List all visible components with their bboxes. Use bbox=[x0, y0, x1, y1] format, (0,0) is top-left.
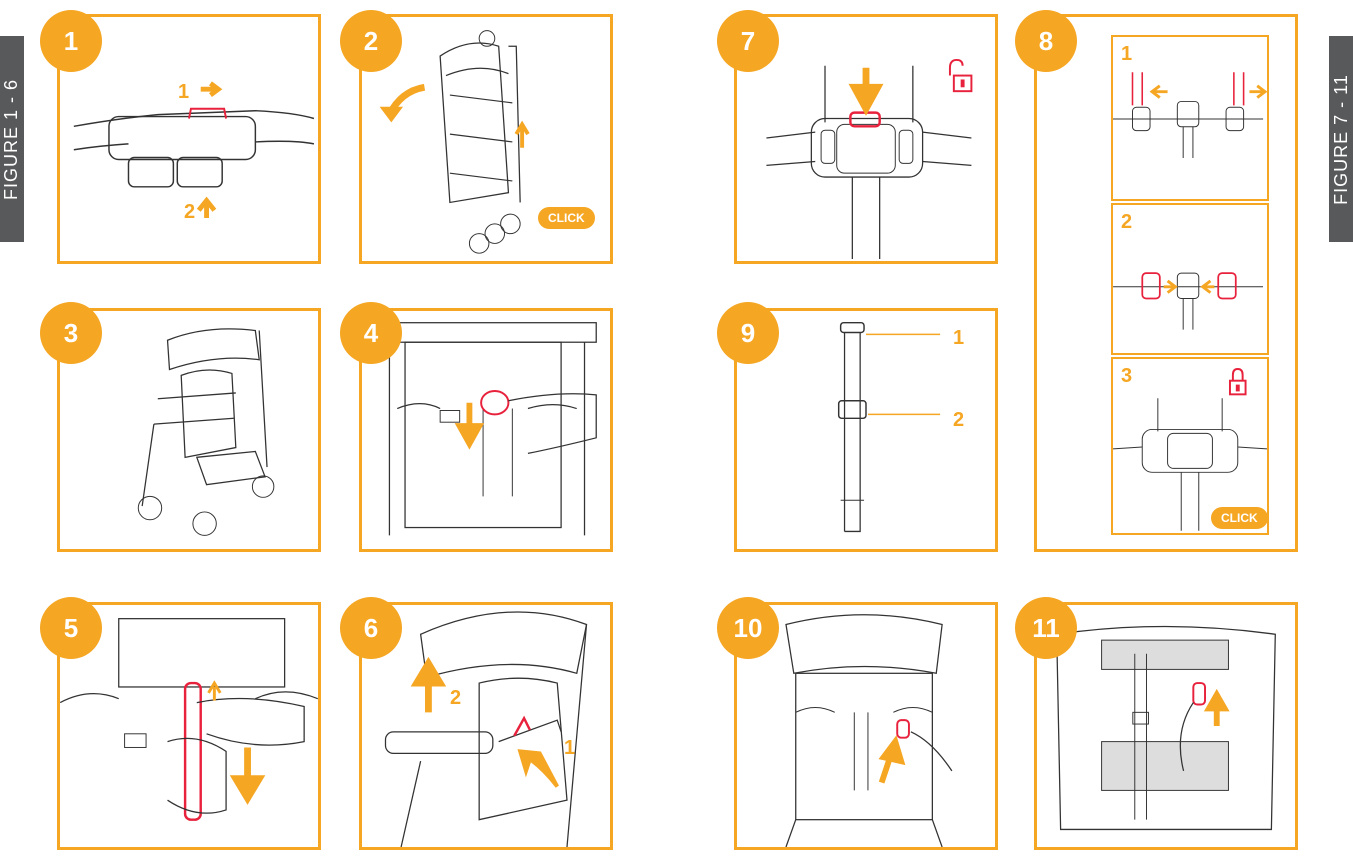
figure-2-badge: 2 bbox=[340, 10, 402, 72]
figure-8-panel: 1 2 3 bbox=[1034, 14, 1298, 552]
figure-1-step-2: 2 bbox=[184, 201, 196, 223]
figure-8-sub-3: 3 CLICK bbox=[1111, 357, 1269, 535]
figure-4-illustration bbox=[380, 322, 597, 536]
figure-8-sub-3-label: 3 bbox=[1121, 365, 1133, 387]
figure-3-illustration bbox=[137, 328, 275, 536]
figure-8-sub-2-illustration bbox=[1113, 272, 1264, 330]
figure-6-badge: 6 bbox=[340, 597, 402, 659]
figure-9-badge: 9 bbox=[717, 302, 779, 364]
figure-7-badge: 7 bbox=[717, 10, 779, 72]
figure-8-badge: 8 bbox=[1015, 10, 1077, 72]
figure-10-illustration bbox=[785, 614, 953, 847]
figure-9-illustration bbox=[837, 321, 941, 533]
figure-1-illustration bbox=[73, 81, 315, 219]
figure-8-click-badge: CLICK bbox=[1211, 507, 1268, 529]
figure-8-sub-1: 1 bbox=[1111, 35, 1269, 201]
figure-2-click-badge: CLICK bbox=[538, 207, 595, 229]
figure-4-badge: 4 bbox=[340, 302, 402, 364]
figure-9-panel: 1 2 bbox=[734, 308, 998, 552]
figure-11-panel bbox=[1034, 602, 1298, 850]
figure-1-panel: 1 2 bbox=[57, 14, 321, 264]
figure-tab-left: FIGURE 1 - 6 bbox=[0, 36, 24, 242]
unlock-icon bbox=[948, 58, 973, 93]
figure-8-sub-3-illustration bbox=[1113, 368, 1267, 531]
figure-3-badge: 3 bbox=[40, 302, 102, 364]
figure-9-part-1: 1 bbox=[953, 327, 965, 349]
figure-tab-left-label: FIGURE 1 - 6 bbox=[1, 78, 22, 200]
figure-8-sub-2: 2 bbox=[1111, 203, 1269, 355]
figure-6-step-2: 2 bbox=[450, 687, 462, 709]
figure-7-illustration bbox=[766, 58, 973, 260]
figure-7-panel bbox=[734, 14, 998, 264]
figure-1-step-1: 1 bbox=[178, 81, 190, 103]
figure-4-panel bbox=[359, 308, 613, 552]
figure-2-illustration bbox=[379, 30, 530, 254]
figure-8-sub-1-label: 1 bbox=[1121, 43, 1133, 65]
figure-10-panel bbox=[734, 602, 998, 850]
figure-5-badge: 5 bbox=[40, 597, 102, 659]
figure-8-sub-1-illustration bbox=[1113, 72, 1267, 158]
figure-10-badge: 10 bbox=[717, 597, 779, 659]
figure-3-panel bbox=[57, 308, 321, 552]
figure-8-sub-2-label: 2 bbox=[1121, 211, 1133, 233]
figure-tab-right: FIGURE 7 - 11 bbox=[1329, 36, 1353, 242]
figure-2-panel: CLICK bbox=[359, 14, 613, 264]
figure-1-badge: 1 bbox=[40, 10, 102, 72]
figure-6-panel: 2 1 bbox=[359, 602, 613, 850]
figure-5-panel bbox=[57, 602, 321, 850]
figure-6-illustration bbox=[384, 611, 588, 847]
figure-11-illustration bbox=[1056, 625, 1276, 831]
figure-5-illustration bbox=[60, 618, 318, 821]
figure-6-step-1: 1 bbox=[564, 737, 576, 759]
lock-icon bbox=[1228, 368, 1247, 396]
figure-9-part-2: 2 bbox=[953, 409, 965, 431]
figure-tab-right-label: FIGURE 7 - 11 bbox=[1330, 73, 1351, 205]
figure-11-badge: 11 bbox=[1015, 597, 1077, 659]
